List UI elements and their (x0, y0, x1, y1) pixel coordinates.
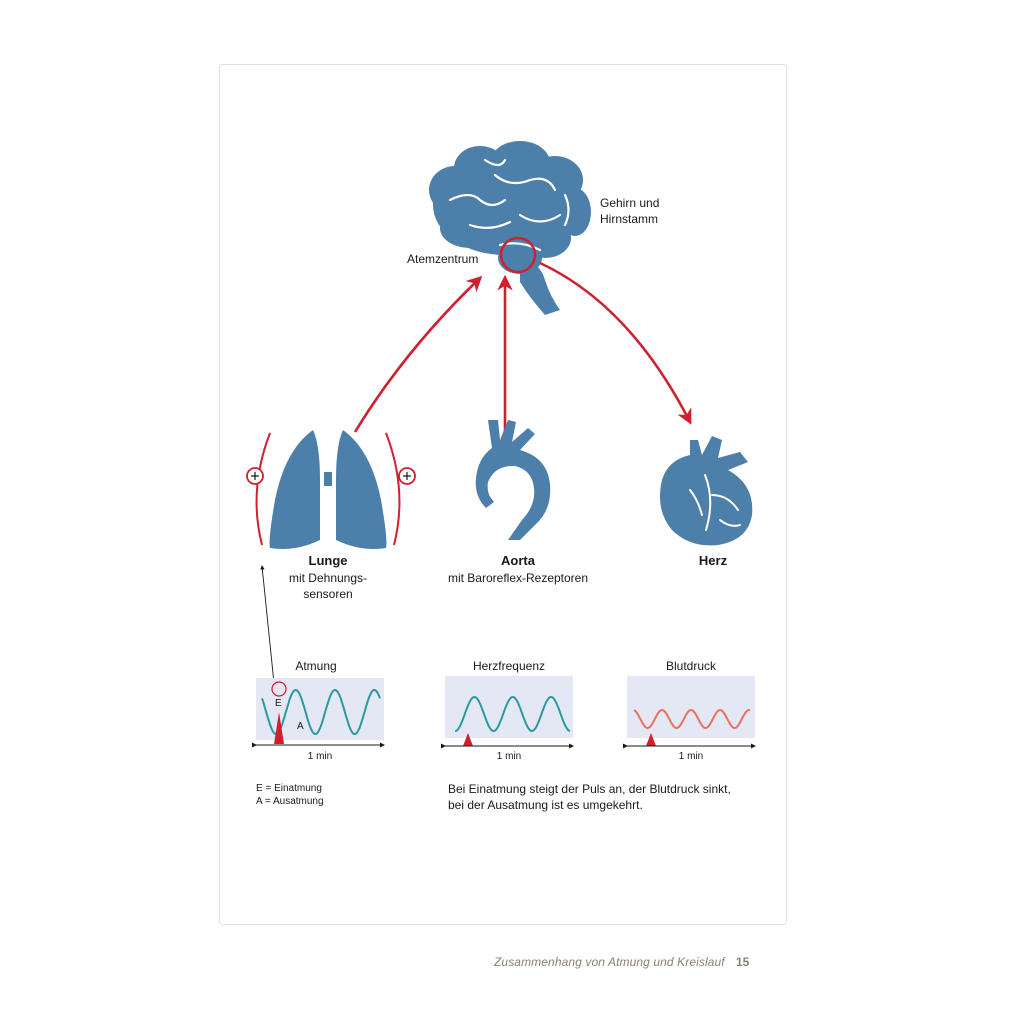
lungs-icon (269, 430, 387, 549)
plus-icon-right (398, 467, 416, 485)
label-heart-title: Herz (698, 553, 728, 568)
page-number: 15 (736, 955, 750, 969)
caption: Bei Einatmung steigt der Puls an, der Bl… (448, 782, 731, 812)
arrow-brain-to-heart (539, 261, 692, 425)
heart-icon (659, 436, 753, 546)
lung-sensor-left (255, 432, 271, 546)
wave-herzfrequenz (454, 695, 571, 733)
lung-sensor-right (385, 432, 401, 546)
graph-herzfrequenz-bg (445, 676, 573, 738)
label-brain: Gehirn und Hirnstamm (600, 196, 660, 226)
aorta-icon (475, 420, 551, 540)
axis-label-blutdruck: 1 min (678, 751, 704, 762)
graph-atmung-title: Atmung (295, 659, 337, 673)
triangle-marker-blutdruck (646, 733, 656, 746)
axis-label-herzfrequenz: 1 min (496, 751, 522, 762)
inhale-marker-circle (271, 681, 287, 697)
label-aorta-sub: mit Baroreflex-Rezeptoren (447, 571, 589, 585)
legend-a: A = Ausatmung (256, 796, 324, 807)
legend-e: E = Einatmung (256, 783, 322, 794)
brain-sulci (448, 158, 570, 252)
label-aorta-title: Aorta (501, 553, 535, 568)
triangle-marker-atmung (274, 712, 284, 744)
label-respiratory-center: Atemzentrum (407, 252, 479, 266)
heart-vessels (689, 474, 741, 531)
arrow-lung-to-brain (353, 275, 483, 433)
axis-label-atmung: 1 min (307, 751, 333, 762)
graph-blutdruck-title: Blutdruck (665, 659, 717, 673)
label-lung-title: Lunge (308, 553, 348, 568)
wave-blutdruck (633, 708, 751, 730)
plus-icon-left (246, 467, 264, 485)
respiratory-center-highlight (499, 236, 537, 274)
graph-herzfrequenz-title: Herzfrequenz (472, 659, 546, 673)
brain-icon (429, 141, 591, 315)
marker-a: A (297, 721, 304, 732)
marker-e: E (275, 698, 282, 709)
pointer-line (260, 565, 276, 694)
wave-atmung (261, 688, 381, 736)
footer-title: Zusammenhang von Atmung und Kreislauf (494, 955, 725, 969)
label-lung-sub: mit Dehnungs- sensoren (288, 571, 368, 601)
triangle-marker-herzfrequenz (463, 733, 473, 746)
